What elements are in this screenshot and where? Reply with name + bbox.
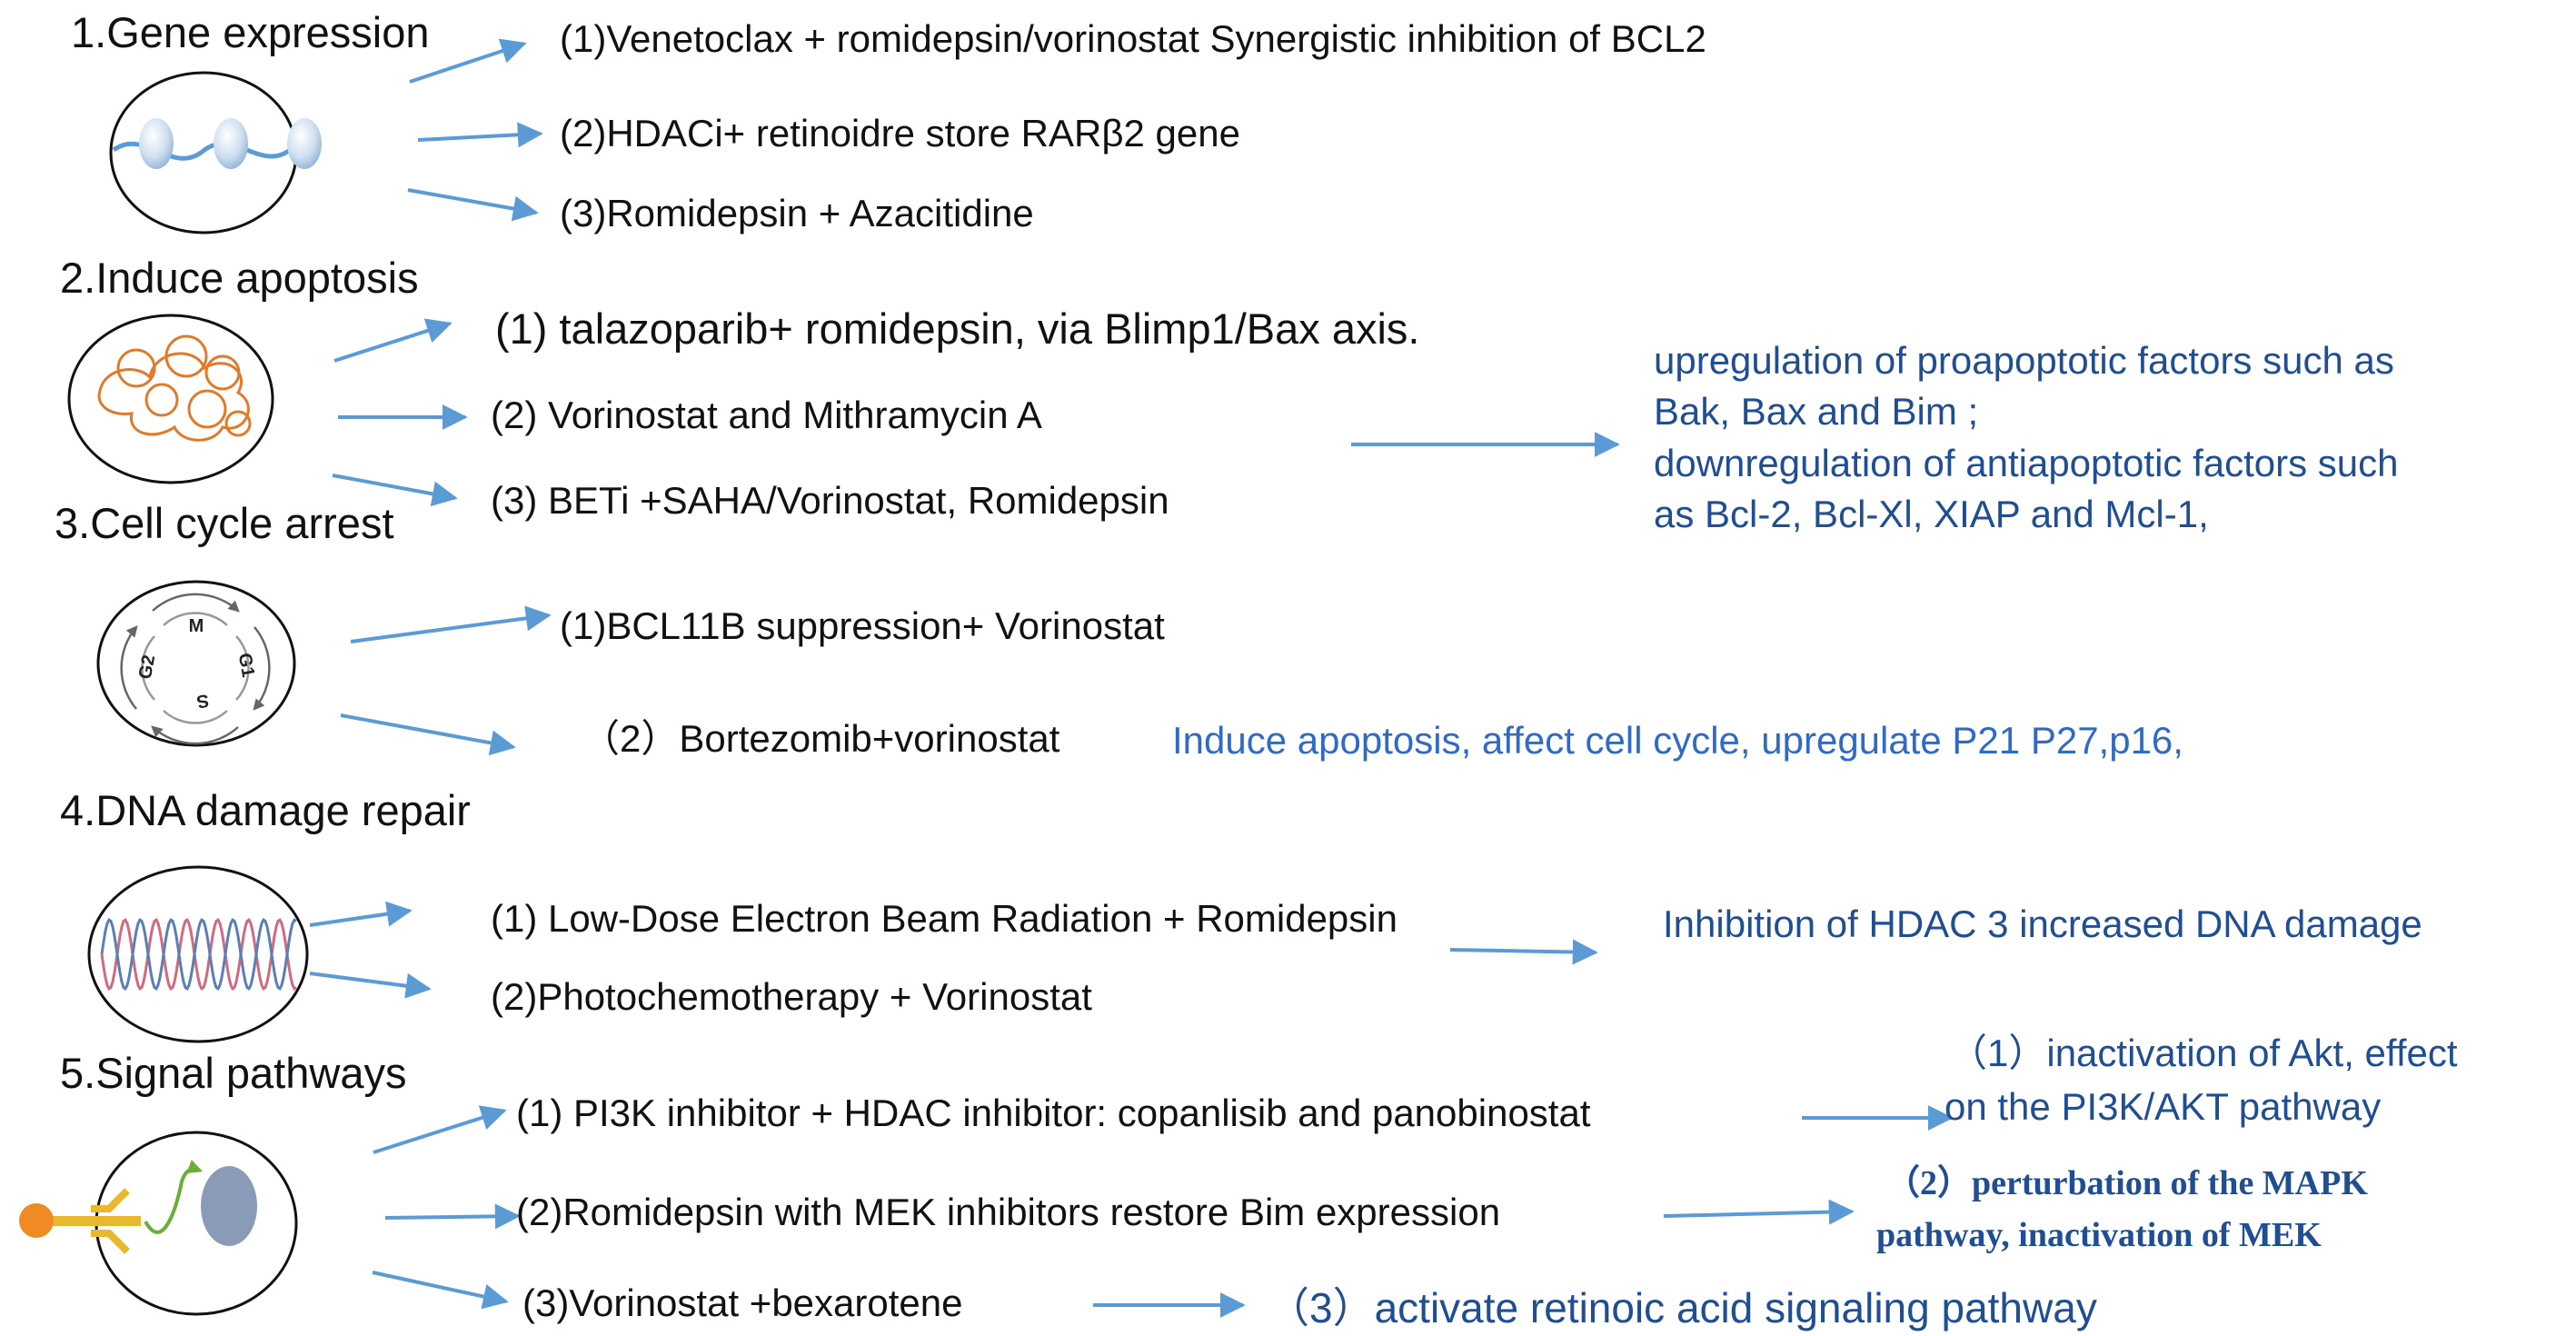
flow-arrows [309, 38, 1954, 1318]
dna-result: Inhibition of HDAC 3 increased DNA damag… [1663, 902, 2422, 945]
apoptosis-result-line-4: as Bcl-2, Bcl-Xl, XIAP and Mcl-1, [1654, 493, 2209, 535]
apoptosis-item-2: (2) Vorinostat and Mithramycin A [491, 394, 1042, 436]
signal-cell-icon [19, 1131, 298, 1316]
apoptosis-result-line-2: Bak, Bax and Bim ; [1654, 390, 1979, 433]
section-title-dna-damage-repair: 4.DNA damage repair [60, 786, 471, 834]
signal-result-2-line-1: （2）perturbation of the MAPK [1885, 1164, 2368, 1202]
section-title-signal-pathways: 5.Signal pathways [60, 1049, 407, 1097]
gene-expression-item-2: (2)HDACi+ retinoidre store RARβ2 gene [560, 112, 1240, 155]
phase-m-label: M [189, 616, 204, 636]
ligand-icon [19, 1203, 54, 1238]
section-title-cell-cycle-arrest: 3.Cell cycle arrest [55, 499, 394, 547]
dna-cell-icon [87, 865, 309, 1043]
phase-s-label: S [195, 690, 211, 712]
dna-item-2: (2)Photochemotherapy + Vorinostat [491, 975, 1092, 1018]
apoptosis-result-line-3: downregulation of antiapoptotic factors … [1654, 442, 2399, 484]
apoptosis-item-3: (3) BETi +SAHA/Vorinostat, Romidepsin [491, 479, 1169, 522]
phase-g1-label: G1 [234, 652, 258, 679]
section-title-induce-apoptosis: 2.Induce apoptosis [60, 254, 419, 302]
signal-result-1-line-1: （1）inactivation of Akt, effect [1949, 1032, 2458, 1074]
signal-item-2: (2)Romidepsin with MEK inhibitors restor… [516, 1191, 1501, 1233]
cell-cycle-result: Induce apoptosis, affect cell cycle, upr… [1172, 719, 2183, 762]
cell-cycle-item-2: （2）Bortezomib+vorinostat [582, 717, 1060, 760]
apoptosis-item-1: (1) talazoparib+ romidepsin, via Blimp1/… [495, 304, 1420, 353]
cell-cycle-icon: M G1 S G2 [96, 580, 296, 747]
gene-expression-item-1: (1)Venetoclax + romidepsin/vorinostat Sy… [560, 17, 1706, 60]
gene-expression-item-3: (3)Romidepsin + Azacitidine [560, 192, 1034, 234]
cell-cycle-item-1: (1)BCL11B suppression+ Vorinostat [560, 604, 1165, 647]
apoptosis-result-line-1: upregulation of proapoptotic factors suc… [1654, 339, 2394, 382]
signal-item-1: (1) PI3K inhibitor + HDAC inhibitor: cop… [516, 1092, 1591, 1134]
apoptosis-cell-icon [67, 314, 274, 484]
signal-result-2-line-2: pathway, inactivation of MEK [1876, 1216, 2322, 1254]
phase-g2-label: G2 [135, 653, 159, 681]
signal-result-1-line-2: on the PI3K/AKT pathway [1944, 1085, 2382, 1128]
signal-item-3: (3)Vorinostat +bexarotene [522, 1281, 963, 1324]
dna-item-1: (1) Low-Dose Electron Beam Radiation + R… [491, 897, 1397, 940]
gene-expression-cell-icon [109, 71, 322, 234]
signal-result-3: （3）activate retinoic acid signaling path… [1268, 1284, 2097, 1331]
section-title-gene-expression: 1.Gene expression [71, 8, 430, 56]
